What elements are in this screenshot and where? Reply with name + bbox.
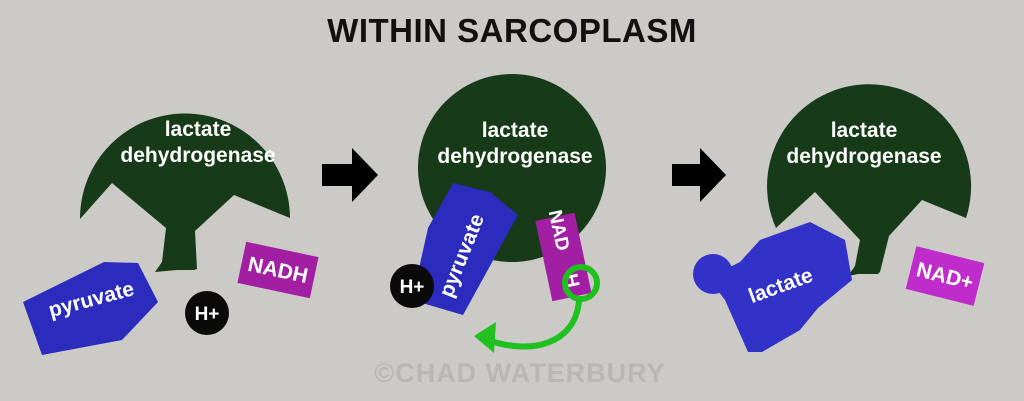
pyruvate-molecule-1	[23, 262, 158, 355]
enzyme-2-label-line2: dehydrogenase	[437, 145, 592, 168]
panel-1: lactate dehydrogenase pyruvate H+ NADH	[23, 113, 319, 355]
enzyme-1-label-line1: lactate	[165, 118, 232, 141]
enzyme-3	[767, 84, 972, 277]
hydride-transfer-arrowhead	[474, 322, 496, 353]
enzyme-3-label-line2: dehydrogenase	[786, 145, 941, 168]
reaction-arrow-1	[322, 148, 378, 202]
nadh-group-1: NADH	[237, 241, 319, 299]
enzyme-1	[79, 113, 290, 272]
nad-plus-molecule	[905, 246, 985, 306]
pyruvate-molecule-2	[412, 183, 518, 315]
diagram-title: WITHIN SARCOPLASM	[327, 12, 697, 49]
nadh-molecule-1	[237, 241, 319, 299]
nad-plus-group: NAD+	[905, 246, 985, 306]
proton-label-1: H+	[195, 304, 220, 325]
hydride-highlight-ring	[562, 264, 600, 302]
hydride-transfer-arrow	[486, 300, 582, 350]
watermark: ©CHAD WATERBURY	[374, 358, 666, 388]
proton-2	[390, 264, 434, 308]
lactate-molecule	[708, 222, 852, 352]
panel-2: lactate dehydrogenase pyruvate H+ NAD H	[390, 74, 606, 353]
nadh-molecule-2	[535, 212, 592, 302]
enzyme-3-label-line1: lactate	[831, 119, 898, 142]
proton-1	[185, 291, 229, 335]
proton-label-2: H+	[400, 277, 425, 298]
panel-3: lactate dehydrogenase lactate NAD+	[693, 84, 985, 352]
enzyme-1-label-line2: dehydrogenase	[120, 144, 275, 167]
reaction-arrow-2	[672, 148, 726, 202]
enzyme-2-label-line1: lactate	[482, 119, 549, 142]
nadh-group-2: NAD H	[535, 208, 592, 302]
